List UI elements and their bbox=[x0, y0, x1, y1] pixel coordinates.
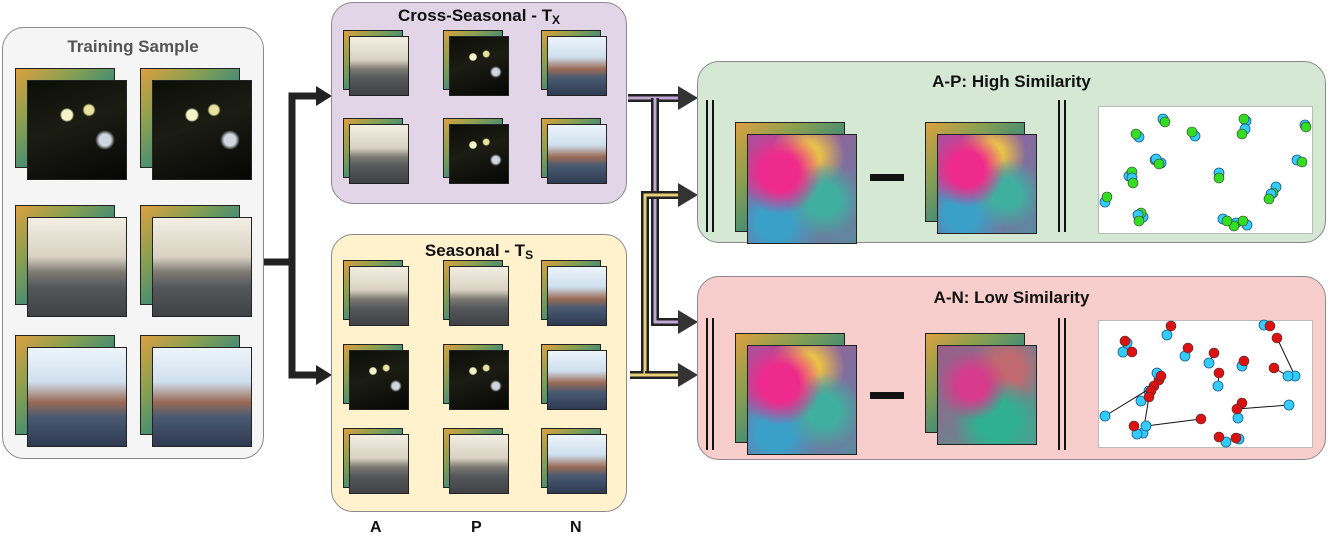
norm-bar-left bbox=[712, 318, 714, 450]
keypoint-marker bbox=[1153, 158, 1165, 170]
image-thumbnail bbox=[15, 335, 127, 447]
image-thumbnail bbox=[15, 205, 127, 317]
keypoint-marker bbox=[1155, 370, 1167, 382]
norm-bar-right bbox=[1058, 318, 1060, 450]
keypoint-marker bbox=[1237, 215, 1249, 227]
norm-bar-left bbox=[706, 318, 708, 450]
keypoint-match-plot-high bbox=[1098, 106, 1313, 234]
column-label-n: N bbox=[570, 519, 582, 536]
keypoint-marker bbox=[1213, 367, 1225, 379]
image-thumbnail bbox=[343, 260, 409, 326]
image-thumbnail bbox=[343, 344, 409, 410]
minus-sign bbox=[870, 392, 904, 399]
keypoint-marker bbox=[1238, 355, 1250, 367]
image-thumbnail bbox=[925, 333, 1037, 445]
image-thumbnail bbox=[541, 428, 607, 494]
keypoint-marker bbox=[1212, 380, 1224, 392]
keypoint-marker bbox=[1232, 412, 1244, 424]
keypoint-marker bbox=[1101, 191, 1113, 203]
keypoint-marker bbox=[1195, 413, 1207, 425]
keypoint-marker bbox=[1264, 320, 1276, 332]
keypoint-marker bbox=[1263, 193, 1275, 205]
keypoint-marker bbox=[1271, 332, 1283, 344]
image-thumbnail bbox=[343, 30, 409, 96]
keypoint-marker bbox=[1133, 215, 1145, 227]
keypoint-match-plot-low bbox=[1098, 319, 1313, 448]
image-thumbnail bbox=[735, 333, 857, 455]
image-thumbnail bbox=[925, 122, 1037, 234]
keypoint-marker bbox=[1213, 172, 1225, 184]
match-line bbox=[1276, 337, 1296, 377]
norm-bar-right bbox=[1064, 318, 1066, 450]
image-thumbnail bbox=[443, 118, 509, 184]
keypoint-marker bbox=[1186, 126, 1198, 138]
keypoint-marker bbox=[1128, 420, 1140, 432]
image-thumbnail bbox=[343, 428, 409, 494]
image-thumbnail bbox=[735, 122, 857, 244]
match-line bbox=[1145, 418, 1202, 427]
image-thumbnail bbox=[541, 344, 607, 410]
keypoint-marker bbox=[1161, 329, 1173, 341]
keypoint-marker bbox=[1208, 347, 1220, 359]
keypoint-marker bbox=[1165, 320, 1177, 332]
high-similarity-title: A-P: High Similarity bbox=[932, 72, 1091, 91]
norm-bar-left bbox=[712, 100, 714, 232]
keypoint-marker bbox=[1221, 215, 1233, 227]
norm-bar-left bbox=[706, 100, 708, 232]
image-thumbnail bbox=[443, 428, 509, 494]
keypoint-marker bbox=[1099, 410, 1111, 422]
column-label-a: A bbox=[370, 519, 382, 536]
keypoint-marker bbox=[1159, 116, 1171, 128]
keypoint-marker bbox=[1238, 113, 1250, 125]
training-to-branches-connector bbox=[262, 92, 318, 266]
keypoint-marker bbox=[1143, 391, 1155, 403]
seasonal-title: Seasonal - TS bbox=[424, 241, 534, 262]
keypoint-marker bbox=[1119, 335, 1131, 347]
image-thumbnail bbox=[15, 68, 127, 180]
image-thumbnail bbox=[343, 118, 409, 184]
keypoint-marker bbox=[1236, 128, 1248, 140]
image-thumbnail bbox=[443, 344, 509, 410]
keypoint-marker bbox=[1140, 420, 1152, 432]
match-line bbox=[1236, 404, 1290, 410]
minus-sign bbox=[870, 174, 904, 181]
keypoint-marker bbox=[1213, 431, 1225, 443]
keypoint-marker bbox=[1300, 121, 1312, 133]
image-thumbnail bbox=[140, 205, 252, 317]
arrow-to-cross-seasonal bbox=[316, 86, 332, 106]
arrow-to-seasonal bbox=[316, 365, 332, 385]
keypoint-marker bbox=[1130, 128, 1142, 140]
keypoint-marker bbox=[1126, 346, 1138, 358]
keypoint-marker bbox=[1231, 403, 1243, 415]
norm-bar-right bbox=[1058, 100, 1060, 232]
image-thumbnail bbox=[541, 30, 607, 96]
cross-to-low-connector bbox=[651, 98, 680, 326]
low-similarity-title: A-N: Low Similarity bbox=[933, 288, 1090, 307]
keypoint-marker bbox=[1283, 399, 1295, 411]
norm-bar-right bbox=[1064, 100, 1066, 232]
keypoint-marker bbox=[1117, 346, 1129, 358]
column-label-p: P bbox=[471, 519, 482, 536]
image-thumbnail bbox=[541, 260, 607, 326]
training-sample-title: Training Sample bbox=[67, 37, 199, 56]
image-thumbnail bbox=[541, 118, 607, 184]
keypoint-marker bbox=[1127, 177, 1139, 189]
cross-seasonal-title: Cross-Seasonal - TX bbox=[397, 6, 560, 27]
keypoint-marker bbox=[1182, 342, 1194, 354]
keypoint-marker bbox=[1268, 362, 1280, 374]
keypoint-marker bbox=[1230, 432, 1242, 444]
image-thumbnail bbox=[443, 260, 509, 326]
image-thumbnail bbox=[140, 335, 252, 447]
keypoint-marker bbox=[1296, 156, 1308, 168]
image-thumbnail bbox=[140, 68, 252, 180]
image-thumbnail bbox=[443, 30, 509, 96]
keypoint-marker bbox=[1203, 357, 1215, 369]
keypoint-marker bbox=[1282, 370, 1294, 382]
